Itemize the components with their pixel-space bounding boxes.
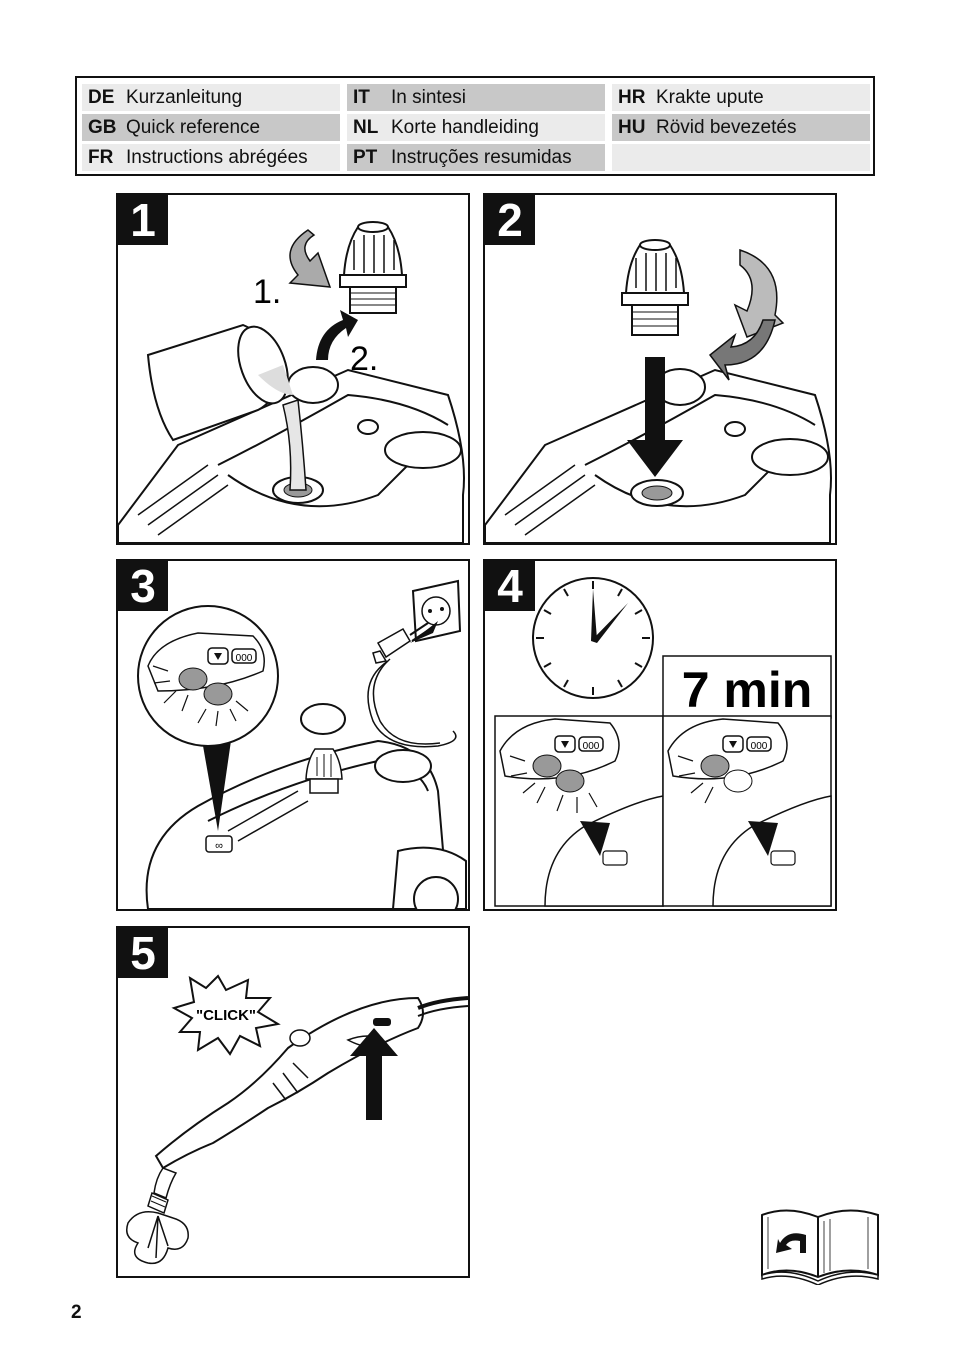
- step-1-illustration: 1. 2.: [118, 221, 465, 543]
- boiler-cap-icon: [621, 239, 689, 336]
- step-2-number: 2: [485, 195, 535, 246]
- clock-icon: [532, 577, 654, 699]
- step-1-panel: 1. 2. 1: [116, 193, 470, 545]
- step-2-panel: 2: [483, 193, 837, 545]
- power-socket-icon: [411, 579, 462, 643]
- svg-text:000: 000: [583, 741, 600, 752]
- sub-step-1: 1.: [253, 273, 281, 311]
- boiler-cap-icon: [305, 748, 343, 794]
- steam-spray-icon: [126, 1211, 189, 1265]
- step-5-number: 5: [118, 928, 168, 979]
- step-2-illustration: [485, 239, 832, 543]
- step-4-number: 4: [485, 561, 535, 612]
- indicator-lamp-icon: 000: [499, 718, 620, 813]
- click-label: "CLICK": [196, 1007, 256, 1024]
- duration-label: 7 min: [682, 662, 813, 718]
- step-5-illustration: "CLICK": [126, 974, 468, 1265]
- boiler-cap-icon: [339, 221, 407, 314]
- page-number: 2: [71, 1302, 82, 1323]
- step-5-panel: "CLICK" 5: [116, 926, 470, 1278]
- arrow-rotate-icon: [288, 229, 332, 288]
- step-4-illustration: 7 min 000 000: [494, 577, 832, 907]
- svg-text:000: 000: [751, 741, 768, 752]
- lift-arrow-icon: [316, 310, 358, 360]
- step-3-illustration: ∞ 000: [137, 579, 467, 909]
- manual-book-icon: [761, 1209, 879, 1285]
- svg-text:∞: ∞: [215, 840, 223, 852]
- lang-empty: [612, 144, 870, 171]
- arrow-rotate-icon: [708, 248, 785, 381]
- click-burst-icon: "CLICK": [171, 974, 281, 1056]
- step-4-panel: 7 min 000 000 4: [483, 559, 837, 911]
- svg-text:000: 000: [236, 653, 253, 664]
- indicator-lamp-icon: 000: [667, 718, 788, 804]
- step-3-panel: ∞ 000 3: [116, 559, 470, 911]
- plug-icon: [372, 621, 438, 664]
- sub-step-2: 2.: [350, 340, 378, 378]
- water-jug-icon: [146, 323, 307, 491]
- up-arrow-icon: [350, 1028, 398, 1120]
- step-3-number: 3: [118, 561, 168, 612]
- steam-gun-icon: [147, 996, 468, 1215]
- step-1-number: 1: [118, 195, 168, 246]
- indicator-lamp-icon: 000: [137, 605, 279, 747]
- down-arrow-icon: [627, 357, 683, 477]
